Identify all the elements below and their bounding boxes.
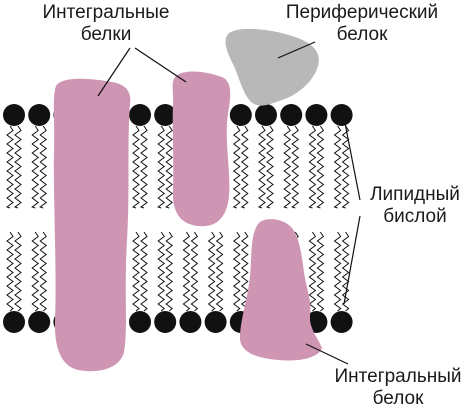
label-integral-proteins: Интегральные белки bbox=[36, 2, 176, 46]
lipid-tail bbox=[333, 231, 342, 312]
lipid-tail bbox=[31, 125, 40, 209]
lipid-tail bbox=[131, 125, 140, 209]
leader-peripheral bbox=[277, 41, 316, 59]
label-lipid-bilayer-line1: Липидный bbox=[370, 184, 460, 205]
lipid-tail bbox=[215, 231, 224, 312]
label-integral-protein-line2: белок bbox=[372, 388, 424, 409]
lipid-tail bbox=[140, 231, 148, 312]
lipid-tail bbox=[14, 231, 22, 312]
lipid-tail bbox=[190, 231, 199, 312]
lipid-tail bbox=[182, 231, 191, 312]
lipid-tail bbox=[265, 125, 274, 209]
lipid-head bbox=[3, 311, 25, 333]
lipid-tail bbox=[283, 125, 292, 209]
lipid-head bbox=[204, 311, 227, 333]
lipid-head bbox=[28, 104, 51, 126]
lipid-tail bbox=[132, 231, 140, 312]
lipid-head bbox=[330, 104, 353, 126]
label-lipid-bilayer: Липидный бислой bbox=[362, 184, 468, 228]
label-integral-protein-line1: Интегральный bbox=[334, 366, 462, 387]
lipid-head bbox=[280, 104, 303, 126]
label-integral-proteins-line1: Интегральные bbox=[42, 2, 170, 23]
lipid-tail bbox=[341, 125, 350, 209]
lipid-tail bbox=[165, 125, 174, 209]
integral-protein-middle bbox=[172, 71, 231, 227]
leader-lipid-a bbox=[343, 117, 361, 201]
lipid-tail bbox=[31, 231, 40, 312]
lipid-tail bbox=[240, 125, 249, 209]
label-peripheral-protein: Периферический белок bbox=[282, 2, 442, 46]
lipid-tail bbox=[157, 231, 166, 312]
lipid-head bbox=[154, 104, 177, 126]
lipid-tail bbox=[139, 125, 148, 209]
lipid-tail bbox=[341, 231, 350, 312]
lipid-head bbox=[305, 104, 328, 126]
lipid-tail bbox=[257, 125, 266, 209]
integral-protein-left bbox=[53, 78, 131, 372]
lipid-tail bbox=[316, 125, 325, 209]
lipid-tail bbox=[39, 125, 48, 209]
lipid-tail bbox=[308, 125, 317, 209]
lipid-tail bbox=[5, 125, 14, 209]
leader-integral-single bbox=[305, 343, 349, 365]
lipid-tail bbox=[333, 125, 342, 209]
lipid-head bbox=[28, 311, 51, 333]
leader-integral-plural-a bbox=[97, 47, 131, 97]
lipid-head bbox=[129, 311, 151, 333]
lipid-head bbox=[229, 104, 252, 126]
lipid-tail bbox=[6, 231, 14, 312]
lipid-head bbox=[154, 311, 177, 333]
label-integral-proteins-line2: белки bbox=[80, 24, 132, 45]
label-integral-protein: Интегральный белок bbox=[324, 366, 472, 410]
lipid-tail bbox=[165, 231, 174, 312]
lipid-head bbox=[179, 311, 202, 333]
lipid-head bbox=[330, 311, 353, 333]
lipid-head bbox=[3, 104, 25, 126]
leader-integral-plural-b bbox=[134, 47, 187, 83]
label-lipid-bilayer-line2: бислой bbox=[383, 206, 447, 227]
lipid-head bbox=[129, 104, 151, 126]
lipid-tail bbox=[316, 231, 325, 312]
lipid-tail bbox=[308, 231, 317, 312]
label-peripheral-protein-line1: Периферический bbox=[285, 2, 439, 23]
lipid-tail bbox=[291, 125, 300, 209]
leader-lipid-b bbox=[343, 215, 361, 305]
peripheral-protein bbox=[225, 28, 319, 106]
lipid-tail bbox=[232, 125, 241, 209]
lipid-head bbox=[255, 104, 277, 126]
label-peripheral-protein-line2: белок bbox=[336, 24, 388, 45]
lipid-tail bbox=[39, 231, 48, 312]
lipid-tail bbox=[207, 231, 216, 312]
lipid-tail bbox=[157, 125, 166, 209]
lipid-tail bbox=[13, 125, 22, 209]
integral-protein-lower bbox=[240, 219, 322, 361]
lipid-tail bbox=[232, 231, 241, 312]
